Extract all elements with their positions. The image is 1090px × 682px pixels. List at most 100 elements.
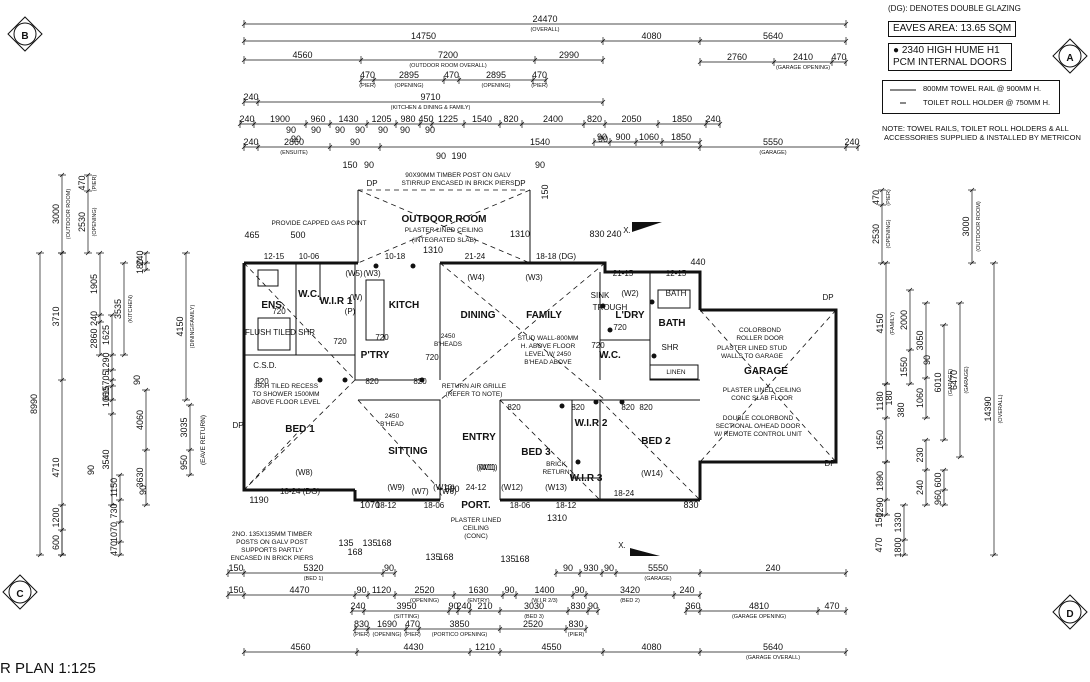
dim-top-kitchen-sub: (KITCHEN & DINING & FAMILY) [391, 105, 471, 111]
dim-left-r7-value: 470 [109, 541, 119, 556]
plan-label: (P) [345, 307, 356, 316]
dim-right-r7-slash [923, 437, 929, 443]
dim-left-r3-slash [97, 319, 103, 325]
eaves-area-box: EAVES AREA: 13.65 SQM [888, 21, 1017, 37]
dim-left-bed1-value: 3630 [135, 467, 145, 487]
note-sectional-door: SECTIONAL O/HEAD DOOR [716, 423, 801, 430]
dim-bot-r2-slash [671, 592, 677, 598]
room-garage: GARAGE [744, 366, 788, 377]
dim-left-r4-value: 705 [101, 370, 111, 385]
room-dining: DINING [461, 310, 496, 321]
dim-top-rooms-value: 1225 [438, 114, 458, 124]
plan-label: SINK [591, 291, 610, 300]
dim-left-r7-slash [117, 472, 123, 478]
dim-bot-r1b-value: 240 [765, 563, 780, 573]
dim-bot-r2-slash [392, 592, 398, 598]
plan-label: 18-06 [510, 501, 531, 510]
plan-label: 18-24 (DG) [280, 487, 320, 496]
dim-bot-r4-slash [497, 626, 503, 632]
dim-bot-r2-value: 240 [679, 585, 694, 595]
plan-label: 21-24 [465, 252, 486, 261]
dim-bot-overall-slash [497, 649, 503, 655]
dim-bot-garage-sub: (GARAGE OPENING) [732, 614, 786, 620]
dim-top-90: 90 [286, 125, 296, 135]
dim-top-rooms-slash [393, 121, 399, 127]
plan-label: DP [824, 459, 835, 468]
roof-line [499, 399, 601, 501]
note-brick-return-2: RETURN [542, 469, 569, 476]
dim-bot-r2-slash [583, 592, 589, 598]
dim-left-bed1b-value: 950 [179, 455, 189, 470]
dim-top-90: 90 [291, 134, 301, 144]
door-dot [373, 263, 379, 269]
dim-bot-r2-value: 90 [504, 585, 514, 595]
dim-right-r3-slash [883, 415, 889, 421]
plan-label: SHR [662, 343, 679, 352]
dim-bot-r1b-value: 930 [583, 563, 598, 573]
dim-top-rooms-value: 1540 [472, 114, 492, 124]
dim-bot-r4-value: 1690 [377, 619, 397, 629]
grid-marker-c-letter: C [16, 589, 23, 600]
dim-bot-r2-value: 2520 [414, 585, 434, 595]
dim-right-r1-slash [907, 287, 913, 293]
dim-bot-garage-slash [815, 608, 821, 614]
dim-right-overall-slash [991, 552, 997, 558]
dim-pier-post: 135 [425, 552, 440, 562]
dim-bot-r4-slash [403, 626, 409, 632]
dim-left-dining-slash [183, 397, 189, 403]
plan-label: 18-24 [614, 489, 635, 498]
dim-top-ensuite-value: 240 [844, 137, 859, 147]
dim-pier-post: 135 [500, 554, 515, 564]
dim-top-r3-slash [358, 57, 364, 63]
dim-right-r7-slash [923, 467, 929, 473]
dim-bot-r3-sub: (SITTING) [394, 614, 420, 620]
dim-top-openings-value: 2895 [486, 70, 506, 80]
grid-marker-d-circle [1058, 600, 1082, 624]
dim-1310: 1310 [423, 245, 443, 255]
dim-top-kitchen-slash [255, 99, 261, 105]
dim-top-openings-sub: (OPENING) [481, 83, 510, 89]
grid-marker-a-diamond [1052, 38, 1088, 74]
dim-bot-r1b-slash [553, 570, 559, 576]
dim-150: 150 [540, 184, 550, 199]
plan-label: DP [514, 179, 525, 188]
dim-right-r4-value: 1890 [875, 471, 885, 491]
dim-right-180: 180 [884, 390, 894, 405]
dim-right-r3-value: 1180 [875, 391, 885, 410]
dim-bot-r2-slash [225, 592, 231, 598]
room-wir1: W.I.R 1 [320, 296, 353, 307]
dim-left-r7-slash [117, 497, 123, 503]
dim-bot-r1b-value: 5550 [648, 563, 668, 573]
door-dot [342, 377, 348, 383]
dim-190: 190 [451, 151, 466, 161]
dim-top-openings-slash [543, 77, 549, 83]
dim-bot-r3-slash [565, 608, 571, 614]
dim-bot-r1b-sub: (GARAGE) [644, 576, 671, 582]
dim-left-dining-sub: (DINING/FAMILY) [190, 305, 196, 349]
dim-top-r3-slash [600, 57, 606, 63]
dim-left-r3-value: 240 [89, 311, 99, 326]
dim-right-r6-slash [941, 467, 947, 473]
door-dot [317, 377, 323, 383]
plan-label: (W13) [545, 483, 567, 492]
dim-bot-garage-slash [843, 608, 849, 614]
dim-right-outdoor-slash [969, 260, 975, 266]
dim-bot-r3-value: 240 [456, 601, 471, 611]
dim-left-r7-slash [117, 519, 123, 525]
dim-top-r3-value: 4560 [292, 50, 312, 60]
dim-bot-r3-value: 90 [448, 601, 458, 611]
dim-left-r2-slash [59, 377, 65, 383]
dim-top-rooms-slash [251, 121, 257, 127]
toilet-roll-note: TOILET ROLL HOLDER @ 750MM H. [923, 98, 1051, 107]
dim-right-r4-slash [883, 512, 889, 518]
plan-label: TROUGH [593, 303, 628, 312]
dim-top-rooms-value: 980 [400, 114, 415, 124]
grid-marker-a-letter: A [1066, 53, 1073, 64]
dim-top-bath-slash [607, 139, 613, 145]
dim-left-bed1b-slash [187, 402, 193, 408]
dim-right-r2-slash [923, 375, 929, 381]
dim-top-ensuite-sub: (GARAGE) [759, 150, 786, 156]
dim-left-bed1b-slash [187, 472, 193, 478]
plan-label: (W3) [525, 273, 543, 282]
dim-right-r2-value: 3050 [915, 330, 925, 350]
